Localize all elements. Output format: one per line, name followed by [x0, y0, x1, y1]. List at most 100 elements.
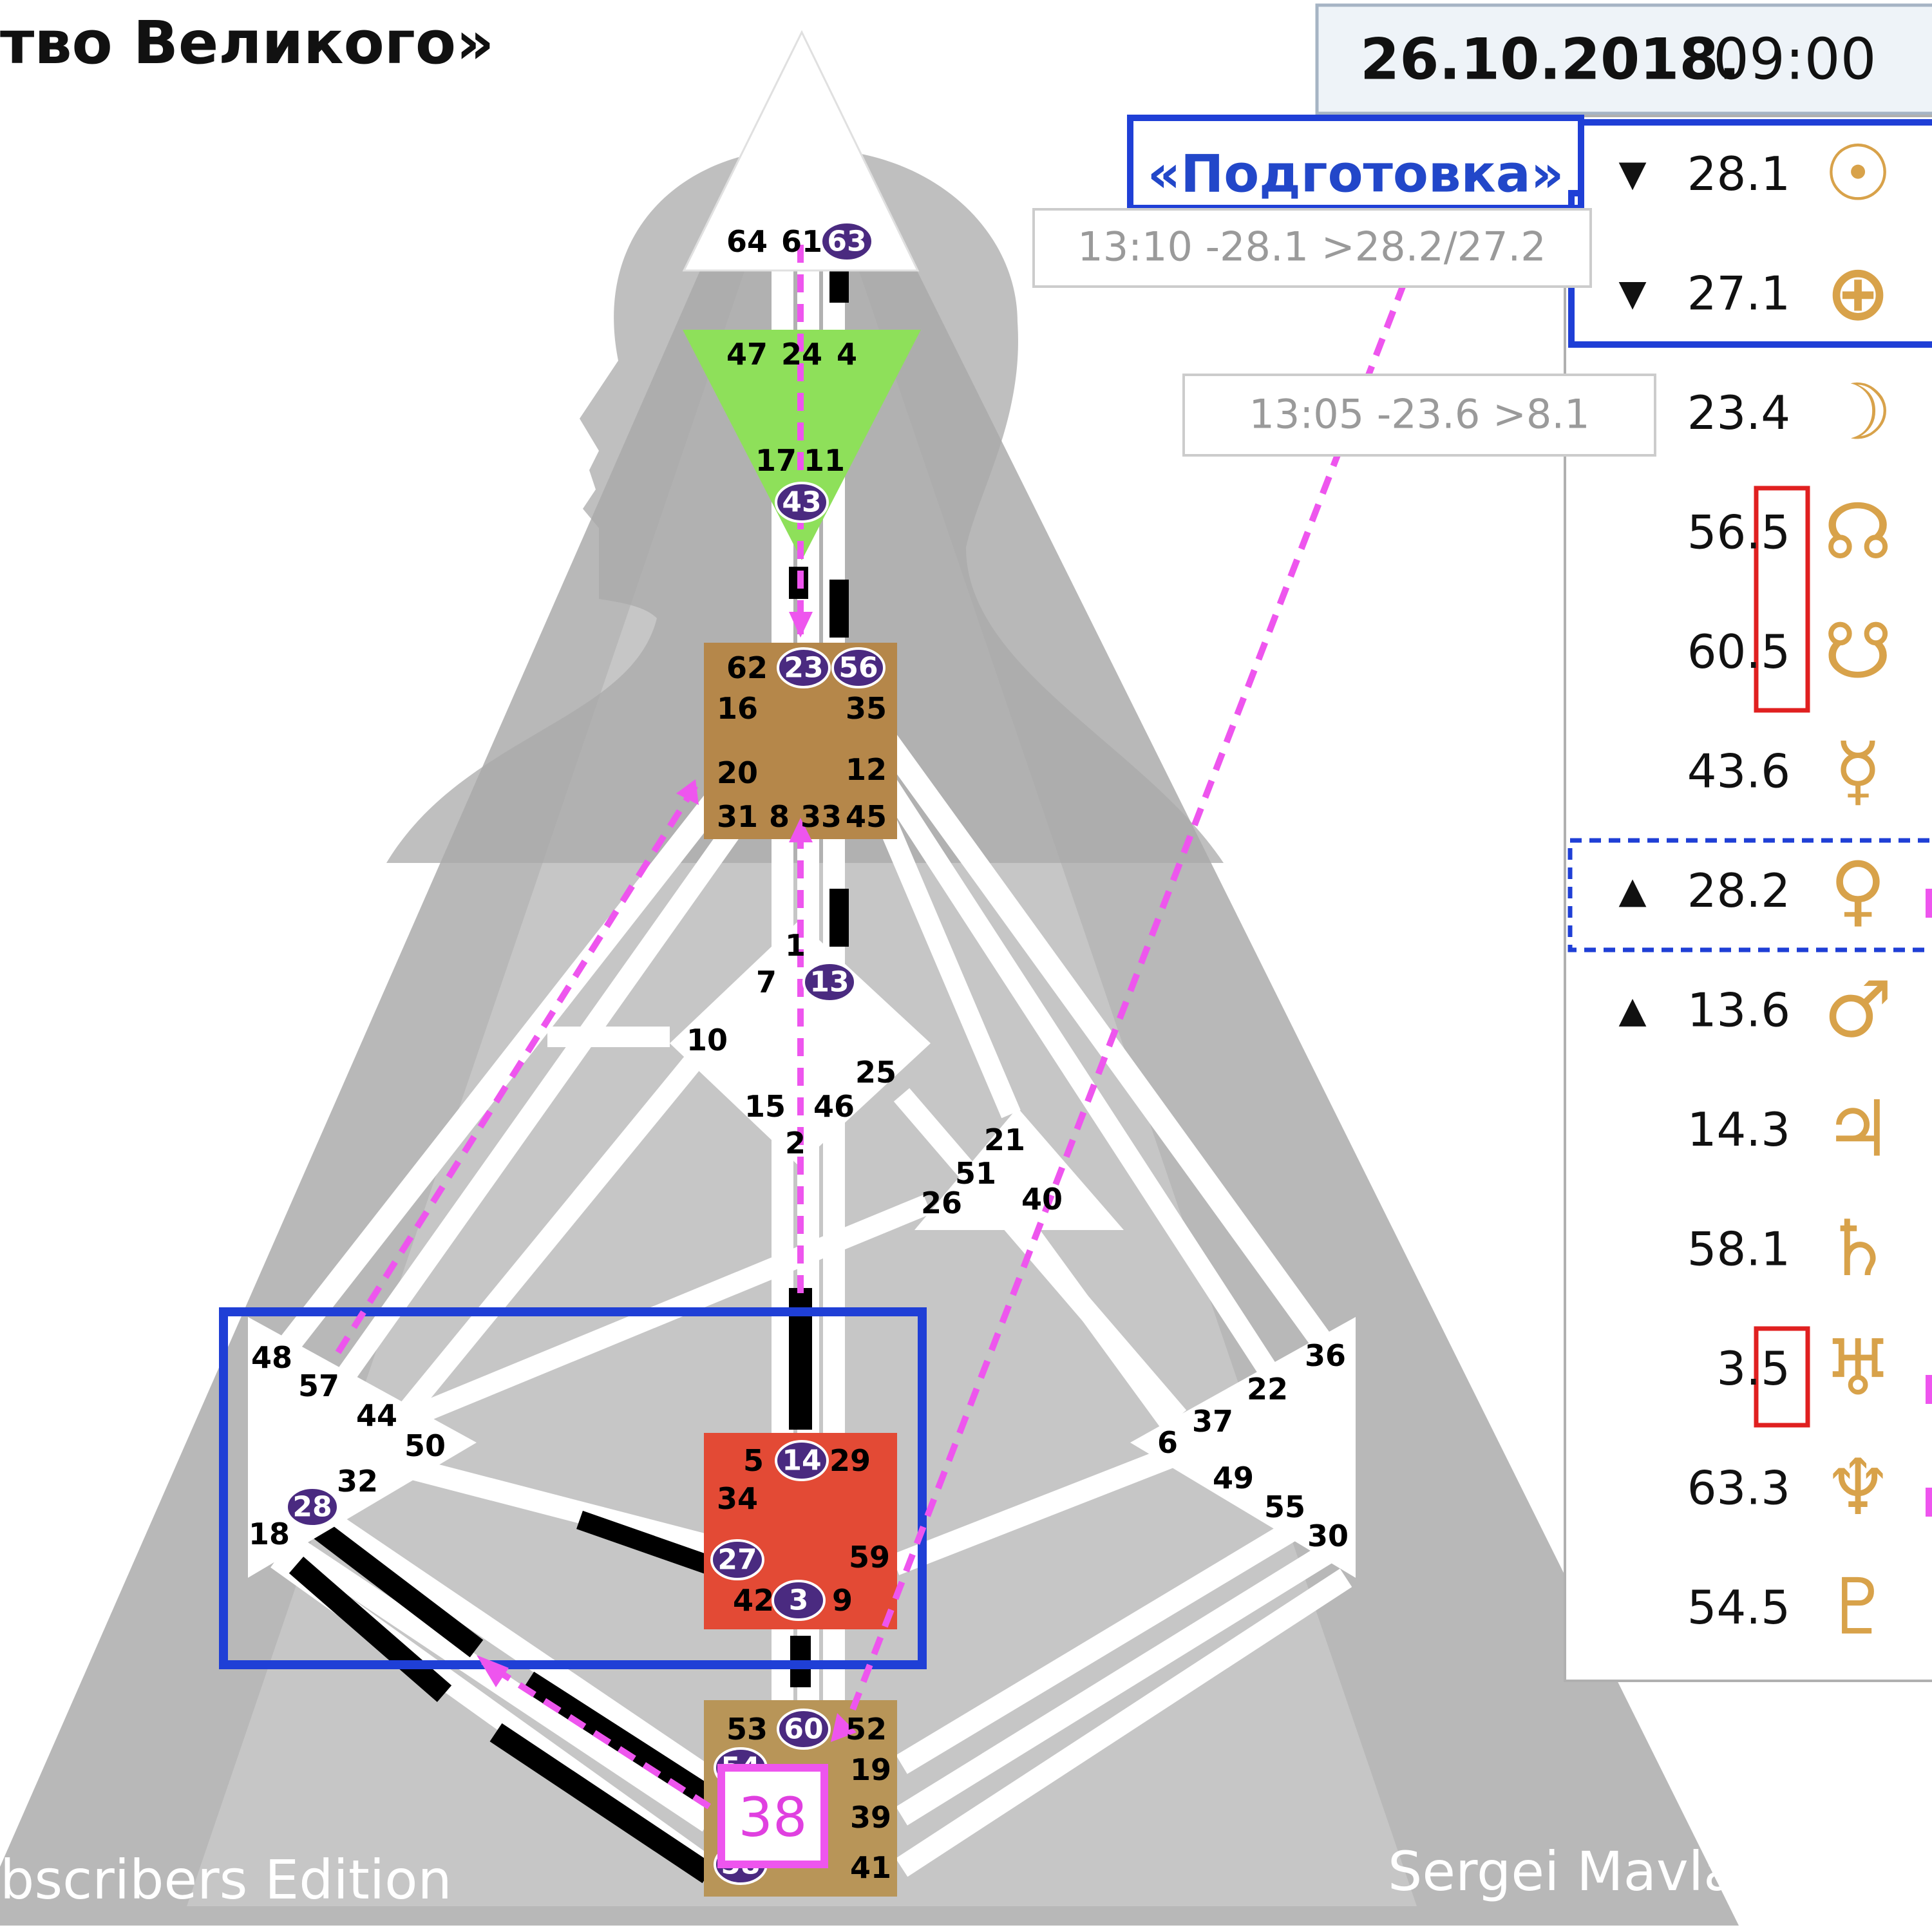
- gate-activation-marker: [772, 1580, 826, 1621]
- gate-label: 1: [785, 928, 806, 963]
- gate-label: 32: [337, 1464, 378, 1499]
- gate-55: 55: [1264, 1490, 1305, 1524]
- gate-28: 28: [285, 1486, 339, 1528]
- transit-note-1-box: [1032, 208, 1592, 288]
- uranus-icon: ♅: [1823, 1324, 1893, 1414]
- heart-center: [914, 1108, 1124, 1230]
- planet-value: 63.3: [1687, 1461, 1790, 1515]
- planet-direction-arrow: ▲: [1618, 870, 1646, 912]
- gate-activation-marker: [802, 961, 857, 1003]
- gate-label: 20: [717, 755, 758, 790]
- transit-lines: [335, 245, 1407, 1826]
- north-node-icon: ☊: [1824, 488, 1893, 577]
- gate-label: 31: [717, 799, 758, 834]
- gate-label: 64: [726, 224, 768, 259]
- gate-label: 57: [298, 1368, 339, 1403]
- gate-18: 18: [249, 1517, 290, 1551]
- gate-activation-marker: [777, 1709, 831, 1750]
- gate-label: 16: [717, 691, 758, 726]
- gate-33: 33: [800, 799, 842, 834]
- gate-40: 40: [1021, 1182, 1063, 1217]
- gate-activation-marker: [710, 1539, 764, 1580]
- mars-icon: ♂: [1823, 965, 1893, 1055]
- jupiter-icon: ♃: [1823, 1085, 1893, 1175]
- south-node-icon: ☋: [1824, 607, 1893, 697]
- ajna-center: [683, 330, 921, 560]
- gate-label: 30: [1307, 1519, 1349, 1553]
- gate-label: 45: [846, 799, 887, 834]
- gate-label: 53: [726, 1712, 768, 1747]
- gate-12: 12: [846, 752, 887, 787]
- date-text: 26.10.2018.: [1360, 26, 1740, 93]
- gate-50: 50: [404, 1428, 446, 1463]
- gate-45: 45: [846, 799, 887, 834]
- planet-value: 13.6: [1687, 983, 1790, 1037]
- gate-label: 49: [1213, 1461, 1254, 1495]
- planet-direction-arrow: ▼: [1618, 153, 1646, 195]
- planet-value: 43.6: [1687, 744, 1790, 799]
- footer-edition: bscribers Edition: [0, 1848, 452, 1911]
- planet-row: 3.5♅: [1716, 1324, 1892, 1414]
- highlight-gate-label: 38: [739, 1786, 808, 1849]
- planet-value: 27.1: [1687, 267, 1790, 321]
- gate-label: 50: [404, 1428, 446, 1463]
- gate-label: 51: [955, 1156, 996, 1191]
- sun-icon: ☉: [1823, 129, 1893, 219]
- gate-5: 5: [743, 1443, 764, 1478]
- planet-value: 14.3: [1687, 1103, 1790, 1157]
- gate-label: 12: [846, 752, 887, 787]
- gate-label: 56: [838, 652, 878, 685]
- planet-row: 56.5☊: [1687, 488, 1893, 577]
- date-header-box: [1315, 3, 1932, 115]
- arrowhead-left: [477, 1655, 509, 1687]
- gate-label: 61: [781, 224, 822, 259]
- gate-activation-marker: [285, 1486, 339, 1528]
- gate-label: 8: [769, 799, 790, 834]
- head-center: [682, 30, 920, 272]
- planet-value: 54.5: [1687, 1580, 1790, 1634]
- gate-label: 59: [849, 1540, 890, 1575]
- gate-label: 19: [850, 1752, 891, 1787]
- gate-44: 44: [356, 1398, 397, 1433]
- gate-activation-marker: [820, 221, 874, 262]
- planet-value: 58.1: [1687, 1222, 1790, 1276]
- gate-14: 14: [775, 1440, 829, 1481]
- gate-label: 2: [785, 1126, 806, 1160]
- gate-22: 22: [1247, 1372, 1288, 1406]
- gate-36: 36: [1305, 1338, 1346, 1373]
- gate-15: 15: [744, 1089, 786, 1124]
- gate-29: 29: [829, 1443, 871, 1478]
- gate-37: 37: [1192, 1404, 1233, 1439]
- gate-34: 34: [717, 1481, 758, 1516]
- saturn-icon: ♄: [1823, 1204, 1893, 1294]
- gate-52: 52: [846, 1712, 887, 1747]
- gate-label: 52: [846, 1712, 887, 1747]
- gate-57: 57: [298, 1368, 339, 1403]
- gate-activation-marker: [775, 482, 829, 523]
- earth-icon: ⊕: [1826, 249, 1891, 338]
- gate-8: 8: [769, 799, 790, 834]
- gate-label: 34: [717, 1481, 758, 1516]
- gate-56: 56: [831, 647, 886, 688]
- planet-value: 23.4: [1687, 386, 1790, 440]
- gate-activation-marker: [775, 1440, 829, 1481]
- gate-label: 23: [784, 652, 823, 685]
- gate-20: 20: [717, 755, 758, 790]
- gate-27: 27: [710, 1539, 764, 1580]
- gate-label: 33: [800, 799, 842, 834]
- planet-value: 28.2: [1687, 864, 1790, 918]
- venus-frame: [1567, 838, 1932, 952]
- gate-10: 10: [687, 1023, 728, 1057]
- gate-21: 21: [984, 1122, 1025, 1157]
- gate-32: 32: [337, 1464, 378, 1499]
- gate-42: 42: [733, 1583, 774, 1618]
- planet-value: 28.1: [1687, 147, 1790, 201]
- gate-activation-marker: [777, 647, 831, 688]
- venus-icon: ♀: [1830, 846, 1886, 936]
- gate-label: 15: [744, 1089, 786, 1124]
- focus-frame: [219, 1307, 927, 1669]
- planet-row: 60.5☋: [1687, 607, 1893, 697]
- gate-label: 22: [1247, 1372, 1288, 1406]
- magenta-marker-uranus: [1926, 1375, 1932, 1404]
- gate-label: 5: [743, 1443, 764, 1478]
